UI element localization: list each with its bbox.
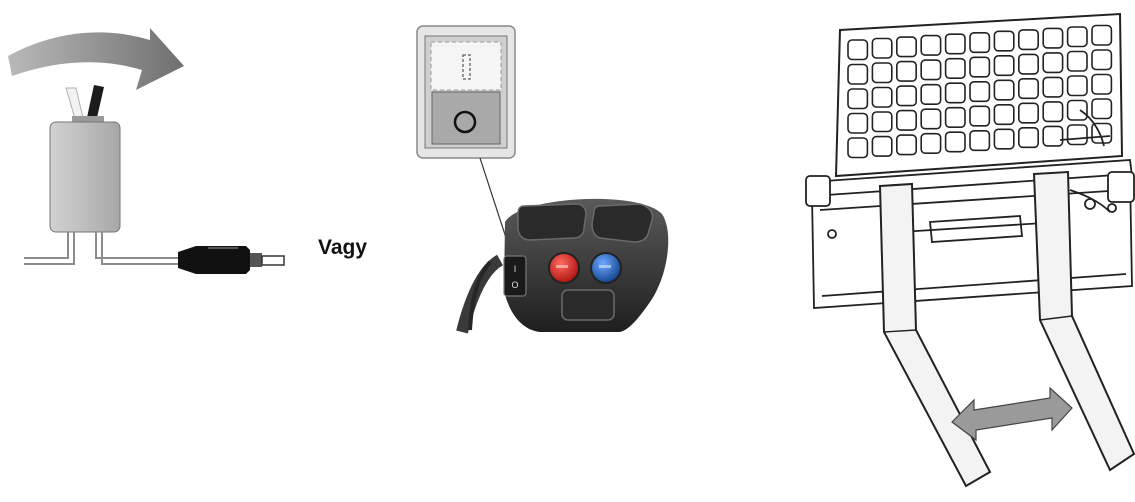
mesh-cell <box>970 82 989 102</box>
joystick-with-rocker-switch: I O <box>417 26 668 332</box>
rocker-on-label: I <box>514 264 517 274</box>
mesh-cell <box>1019 128 1038 148</box>
rocker-switch-icon <box>417 26 515 158</box>
mesh-cell <box>872 88 891 108</box>
rocker-off-label: O <box>511 280 518 290</box>
mesh-cell <box>1068 125 1087 145</box>
mesh-cell <box>946 83 965 103</box>
top-right-button <box>592 204 652 242</box>
mesh-cell <box>1092 26 1111 46</box>
mesh-cell <box>946 108 965 128</box>
mesh-cell <box>872 112 891 132</box>
mesh-cell <box>994 80 1013 100</box>
mesh-cell <box>1068 27 1087 47</box>
mesh-cell <box>1092 50 1111 70</box>
mesh-cell <box>1019 79 1038 99</box>
switch-body <box>50 122 120 232</box>
mesh-cell <box>897 135 916 155</box>
mesh-cell <box>994 129 1013 149</box>
bottom-button <box>562 290 614 320</box>
mesh-cell <box>872 137 891 157</box>
mesh-cell <box>1043 28 1062 48</box>
mesh-cell <box>1068 101 1087 121</box>
mesh-cell <box>1043 53 1062 73</box>
pallet-fork-attachment <box>806 14 1134 486</box>
mesh-cell <box>921 36 940 56</box>
mesh-cell <box>897 86 916 106</box>
mesh-cell <box>848 40 867 60</box>
mesh-cell <box>970 106 989 126</box>
side-rocker-switch <box>504 256 526 296</box>
fork-spacing-arrow-icon <box>952 388 1072 440</box>
mesh-cell <box>1019 54 1038 74</box>
mesh-cell <box>921 109 940 129</box>
mesh-cell <box>994 31 1013 51</box>
mesh-cell <box>970 57 989 77</box>
cable <box>462 260 500 332</box>
mesh-cell <box>1043 77 1062 97</box>
conjunction-label: Vagy <box>318 236 367 260</box>
mesh-cell <box>848 114 867 134</box>
mesh-cell <box>1092 75 1111 95</box>
mesh-cell <box>946 132 965 152</box>
mesh-cell <box>994 105 1013 125</box>
mesh-cell <box>921 85 940 105</box>
mesh-cell <box>1043 126 1062 145</box>
mesh-cell <box>848 65 867 85</box>
mesh-cell <box>872 39 891 59</box>
rotation-arrow-icon <box>8 28 184 90</box>
mesh-cell <box>872 63 891 83</box>
wires <box>24 232 180 264</box>
mesh-cell <box>1092 99 1111 119</box>
mesh-cell <box>1043 102 1062 122</box>
mesh-cell <box>848 89 867 109</box>
mesh-cell <box>1019 103 1038 123</box>
top-left-button <box>518 204 586 240</box>
mesh-cell <box>1019 30 1038 50</box>
toggle-switch-with-connector <box>8 28 284 274</box>
mesh-cell <box>994 56 1013 76</box>
backrest-grid <box>848 26 1111 158</box>
mesh-cell <box>1068 76 1087 96</box>
mesh-cell <box>897 37 916 57</box>
mesh-cell <box>946 59 965 78</box>
mesh-cell <box>1068 52 1087 72</box>
connector-plug-icon <box>178 246 284 274</box>
mesh-cell <box>897 62 916 82</box>
mesh-cell <box>921 60 940 80</box>
mesh-cell <box>970 33 989 53</box>
mesh-cell <box>970 131 989 151</box>
mesh-cell <box>848 138 867 158</box>
mesh-cell <box>897 111 916 131</box>
mesh-cell <box>946 34 965 54</box>
mesh-cell <box>921 134 940 154</box>
